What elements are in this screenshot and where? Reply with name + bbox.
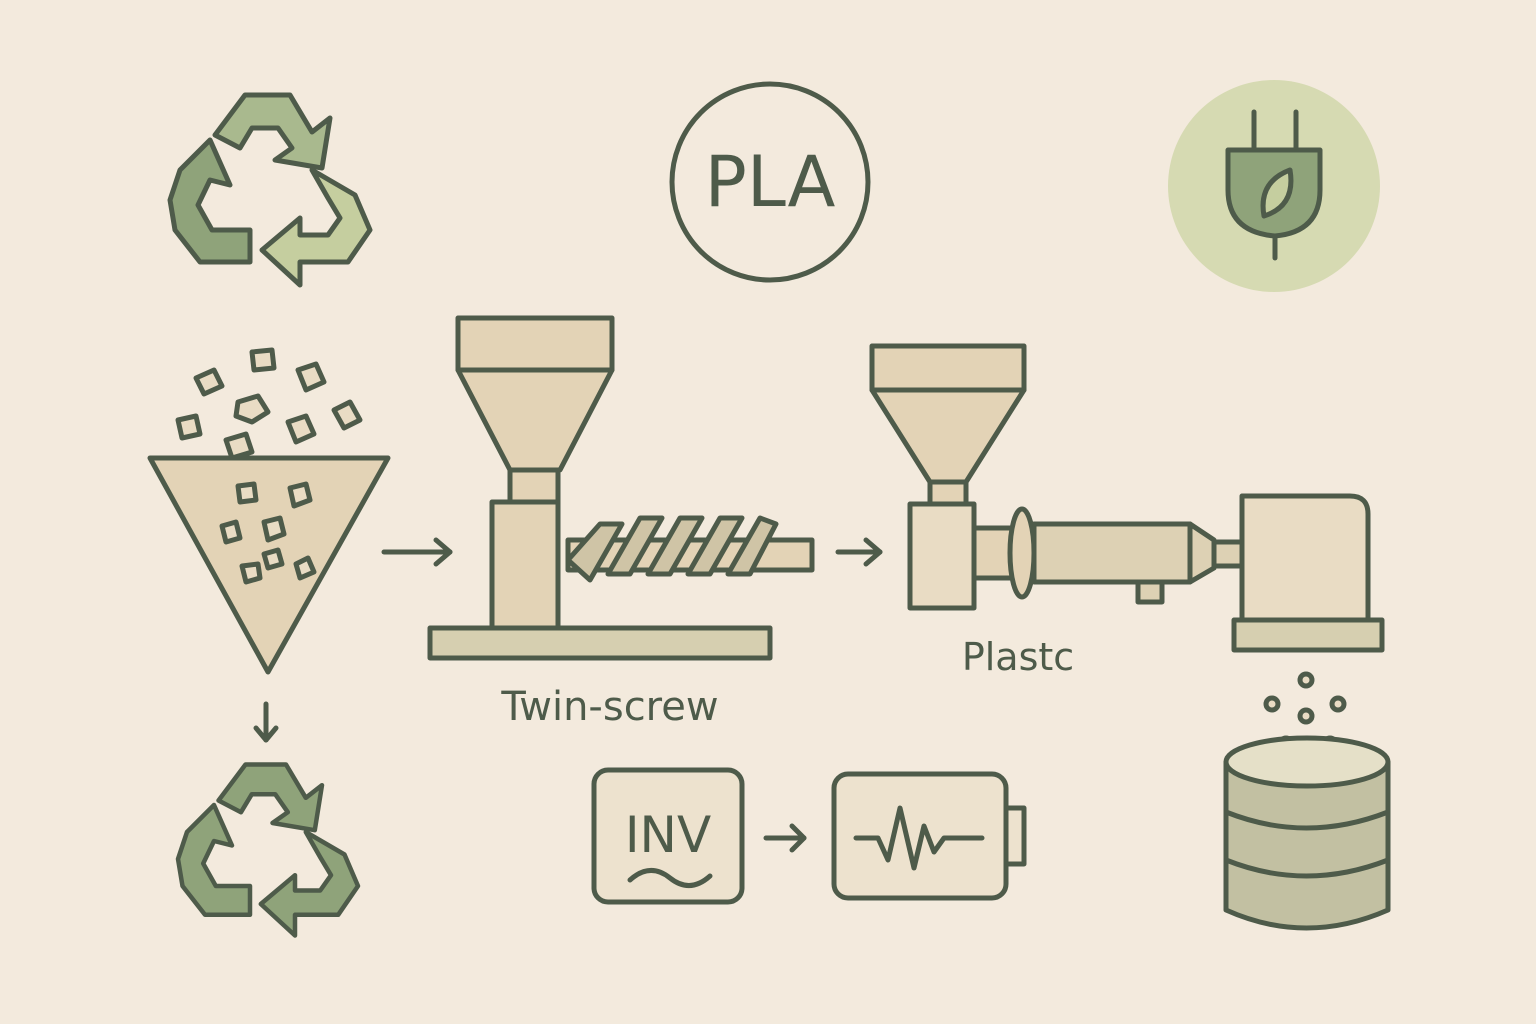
recycle-icon-top [167, 92, 373, 288]
plug-leaf-icon [1168, 80, 1380, 292]
arrow-inverter-to-motor [763, 823, 807, 853]
inv-label: INV [625, 806, 711, 864]
pellet-drum [1223, 671, 1391, 931]
arrow-down-to-recycle [253, 701, 279, 743]
arrow-extruder-to-molder [835, 537, 883, 567]
pla-label: PLA [705, 141, 836, 223]
injection-molder: Plastc [869, 343, 1385, 679]
twin-screw-extruder: Twin-screw [427, 315, 815, 730]
flake-hopper [147, 347, 391, 675]
waveform-icon [831, 771, 1027, 901]
pla-badge: PLA [669, 81, 871, 283]
twin-screw-label: Twin-screw [500, 684, 718, 730]
recycle-icon-bottom [175, 762, 361, 938]
inverter-box: INV [591, 767, 745, 905]
arrow-hopper-to-extruder [381, 537, 453, 567]
plastc-label: Plastc [962, 635, 1074, 679]
